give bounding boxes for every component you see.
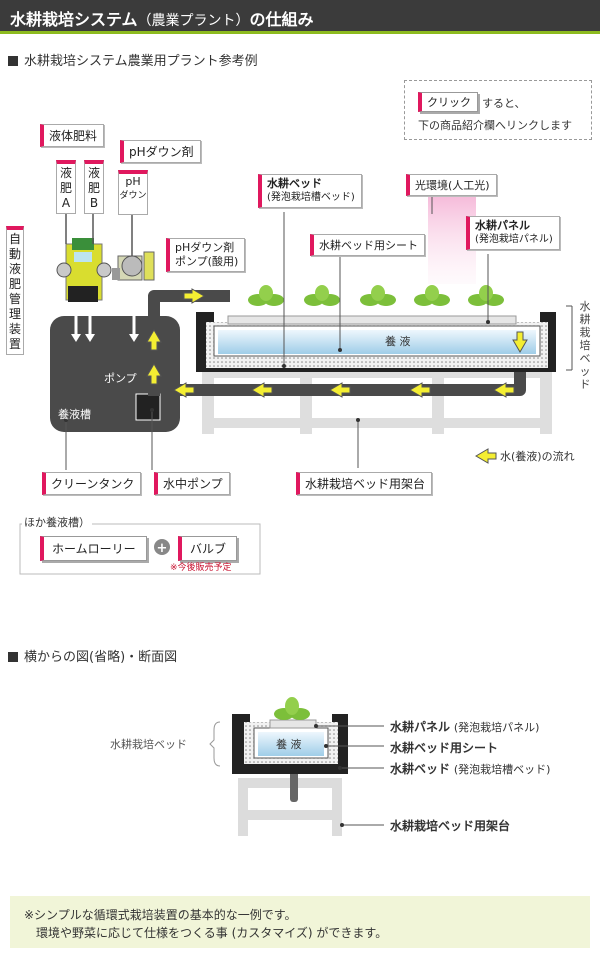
flow-legend-text: 水(養液)の流れ — [500, 450, 575, 463]
tank-text: 養液槽 — [58, 408, 91, 421]
footer-line2: 環境や野菜に応じて仕様をつくる事 (カスタマイズ) ができます。 — [36, 926, 388, 940]
title-suffix: の仕組み — [249, 10, 314, 29]
bed-line1: 水耕ベッド — [267, 177, 322, 190]
plants — [248, 285, 504, 306]
ph-pump-line2: ポンプ(酸用) — [175, 255, 239, 268]
label-panel: 水耕パネル (発泡栽培パネル) — [466, 216, 560, 250]
hydroponic-panel — [227, 315, 517, 325]
panel-line2: (発泡栽培パネル) — [475, 234, 553, 245]
label-hydroponic-bed: 水耕ベッド (発泡栽培槽ベッド) — [258, 174, 362, 208]
label-clean-tank: クリーンタンク — [42, 472, 142, 495]
side-solution-text: 養 液 — [276, 738, 302, 751]
label-fert-b: 液肥B — [84, 160, 104, 214]
plus-icon-glyph: + — [157, 541, 168, 556]
label-ph-pump: pHダウン剤 ポンプ(酸用) — [166, 238, 246, 272]
side-panel-sub: (発泡栽培パネル) — [453, 721, 540, 734]
label-stand: 水耕栽培ベッド用架台 — [296, 472, 433, 495]
valve-note: ※今後販売予定 — [170, 563, 232, 573]
solution-text: 養 液 — [385, 335, 411, 348]
panel-line1: 水耕パネル — [475, 219, 530, 232]
ph-bottle-top-text: pH — [125, 175, 141, 188]
side-panel-label: 水耕パネル (発泡栽培パネル) — [390, 718, 539, 735]
bed-line2: (発泡栽培槽ベッド) — [267, 192, 355, 203]
side-sheet-label: 水耕ベッド用シート — [390, 741, 499, 755]
plus-icon — [154, 539, 170, 555]
cross-plant — [274, 697, 310, 720]
side-panel-text: 水耕パネル — [390, 720, 451, 734]
home-lorry-button[interactable]: ホームローリー — [40, 536, 147, 561]
label-submersible-pump: 水中ポンプ — [154, 472, 230, 495]
flow-arrows — [146, 288, 528, 464]
label-auto-manager: 自動液肥管理装置 — [6, 226, 24, 355]
section-heading-side-text: 横からの図(省略)・断面図 — [24, 650, 178, 665]
ph-bottle: pH ダウン — [118, 170, 148, 215]
click-button[interactable]: クリック — [418, 92, 478, 112]
tube-arrows — [71, 334, 139, 342]
section-heading-side: 横からの図(省略)・断面図 — [8, 646, 177, 665]
side-bed-text: 水耕ベッド — [390, 762, 451, 776]
square-bullet-icon — [8, 56, 18, 66]
valve-button[interactable]: バルブ — [178, 536, 238, 561]
page-header: 水耕栽培システム（農業プラント）の仕組み — [0, 0, 600, 34]
auto-fertilizer-device — [56, 238, 112, 302]
section-heading-example: 水耕栽培システム農業用プラント参考例 — [8, 50, 258, 69]
label-sheet: 水耕ベッド用シート — [310, 234, 425, 256]
bed-vertical-label: 水耕栽培ベッド — [579, 300, 591, 391]
click-link-text: 下の商品紹介欄へリンクします — [418, 119, 572, 132]
submersible-pump-box — [135, 393, 161, 421]
square-bullet-icon — [8, 652, 18, 662]
side-bed-label: 水耕栽培ベッド — [110, 738, 187, 751]
side-stand-label: 水耕栽培ベッド用架台 — [390, 819, 511, 833]
pump-text: ポンプ — [104, 372, 137, 385]
cross-section-diagram — [209, 697, 384, 836]
leader-lines — [65, 196, 573, 470]
title-main: 水耕栽培システム — [10, 10, 138, 29]
side-bed-right-label: 水耕ベッド (発泡栽培槽ベッド) — [390, 760, 550, 777]
label-liquid-fertilizer: 液体肥料 — [40, 124, 105, 147]
other-tanks-title: ほか養液槽） — [22, 514, 92, 530]
ph-bottle-bottom-text: ダウン — [119, 191, 147, 201]
ph-pump-device — [112, 251, 155, 281]
bed-stand-frame — [202, 368, 552, 434]
page-title: 水耕栽培システム（農業プラント）の仕組み — [10, 6, 314, 30]
click-text: すると、 — [482, 97, 526, 110]
title-paren: （農業プラント） — [137, 13, 250, 29]
nutrient-solution — [218, 330, 536, 354]
footer-line1: ※シンプルな循環式栽培装置の基本的な一例です。 — [24, 908, 297, 922]
section-heading-example-text: 水耕栽培システム農業用プラント参考例 — [24, 54, 258, 69]
label-fert-a: 液肥A — [56, 160, 76, 214]
ph-pump-line1: pHダウン剤 — [175, 241, 235, 254]
cross-bed-frame — [232, 714, 348, 774]
label-light: 光環境(人工光) — [406, 174, 497, 196]
footer-note: ※シンプルな循環式栽培装置の基本的な一例です。 環境や野菜に応じて仕様をつくる事… — [10, 896, 590, 948]
chemical-tubes — [74, 290, 136, 336]
label-ph-down-agent: pHダウン剤 — [120, 140, 201, 163]
click-info-box — [404, 80, 592, 140]
side-bed-sub: (発泡栽培槽ベッド) — [453, 763, 551, 776]
